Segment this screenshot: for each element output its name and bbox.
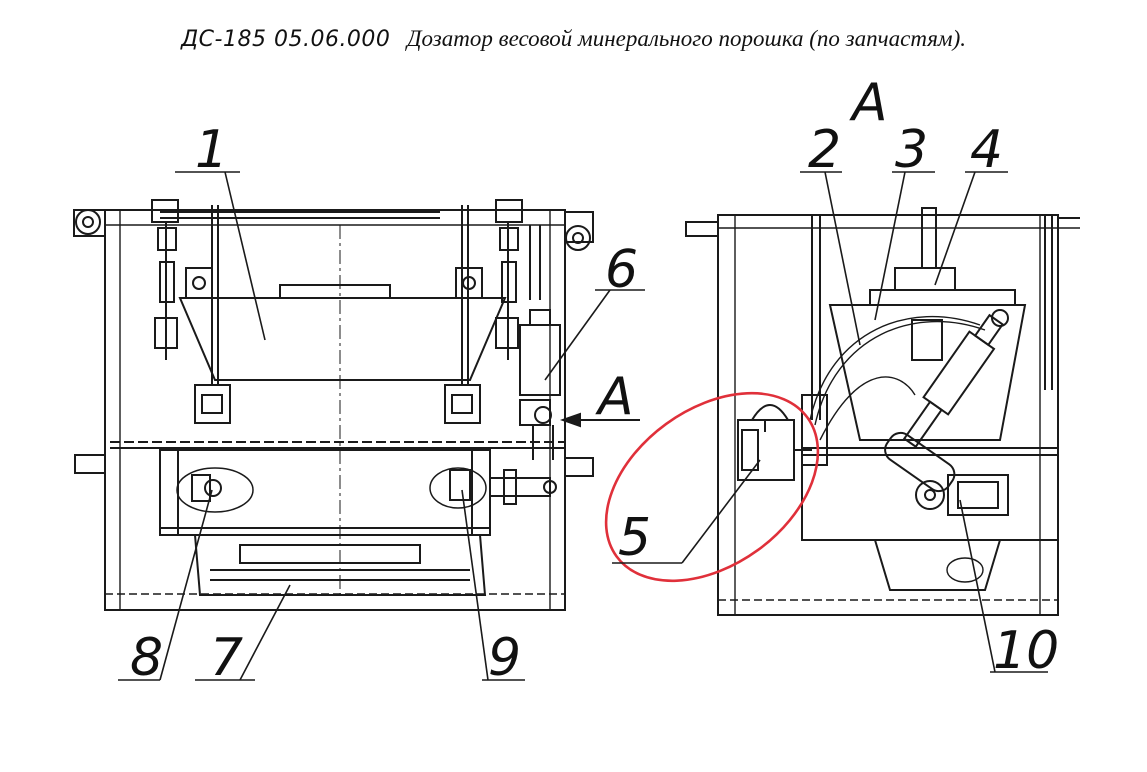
load-cell-right — [444, 384, 481, 424]
discharge-chute — [873, 539, 1002, 591]
callout-8: 8 — [130, 628, 163, 688]
drawing-name: Дозатор весовой минерального порошка (по… — [406, 26, 966, 51]
motor-block — [894, 267, 956, 291]
callout-7: 7 — [210, 628, 243, 688]
frame-outline-left — [104, 209, 566, 611]
load-cell-left — [194, 384, 231, 424]
gearbox — [947, 474, 1009, 516]
callout-9: 9 — [488, 628, 521, 688]
arrow-label: А — [595, 367, 634, 427]
callout-6: 6 — [605, 240, 638, 300]
drawing-title: ДС-185 05.06.000 Дозатор весовой минерал… — [0, 26, 1147, 52]
highlight-ellipse — [604, 391, 820, 583]
front-view — [73, 199, 640, 611]
leader-lines — [118, 171, 1048, 681]
callout-10: 10 — [993, 621, 1059, 681]
callout-2: 2 — [808, 120, 841, 180]
callout-4: 4 — [970, 120, 1003, 180]
frame-outline-right — [717, 214, 1059, 616]
hopper-body — [178, 297, 507, 381]
side-view-a — [685, 207, 1080, 616]
view-arrow-icon — [559, 412, 581, 428]
side-cylinder — [519, 324, 561, 396]
callout-5: 5 — [618, 508, 651, 568]
drawing-code: ДС-185 05.06.000 — [180, 27, 391, 52]
callout-3: 3 — [895, 120, 928, 180]
bottom-trough — [194, 534, 487, 596]
limit-switch-cap — [750, 404, 790, 421]
view-label: А — [849, 73, 888, 133]
callout-1: 1 — [195, 120, 228, 180]
pneumatic-cylinder — [922, 330, 996, 416]
